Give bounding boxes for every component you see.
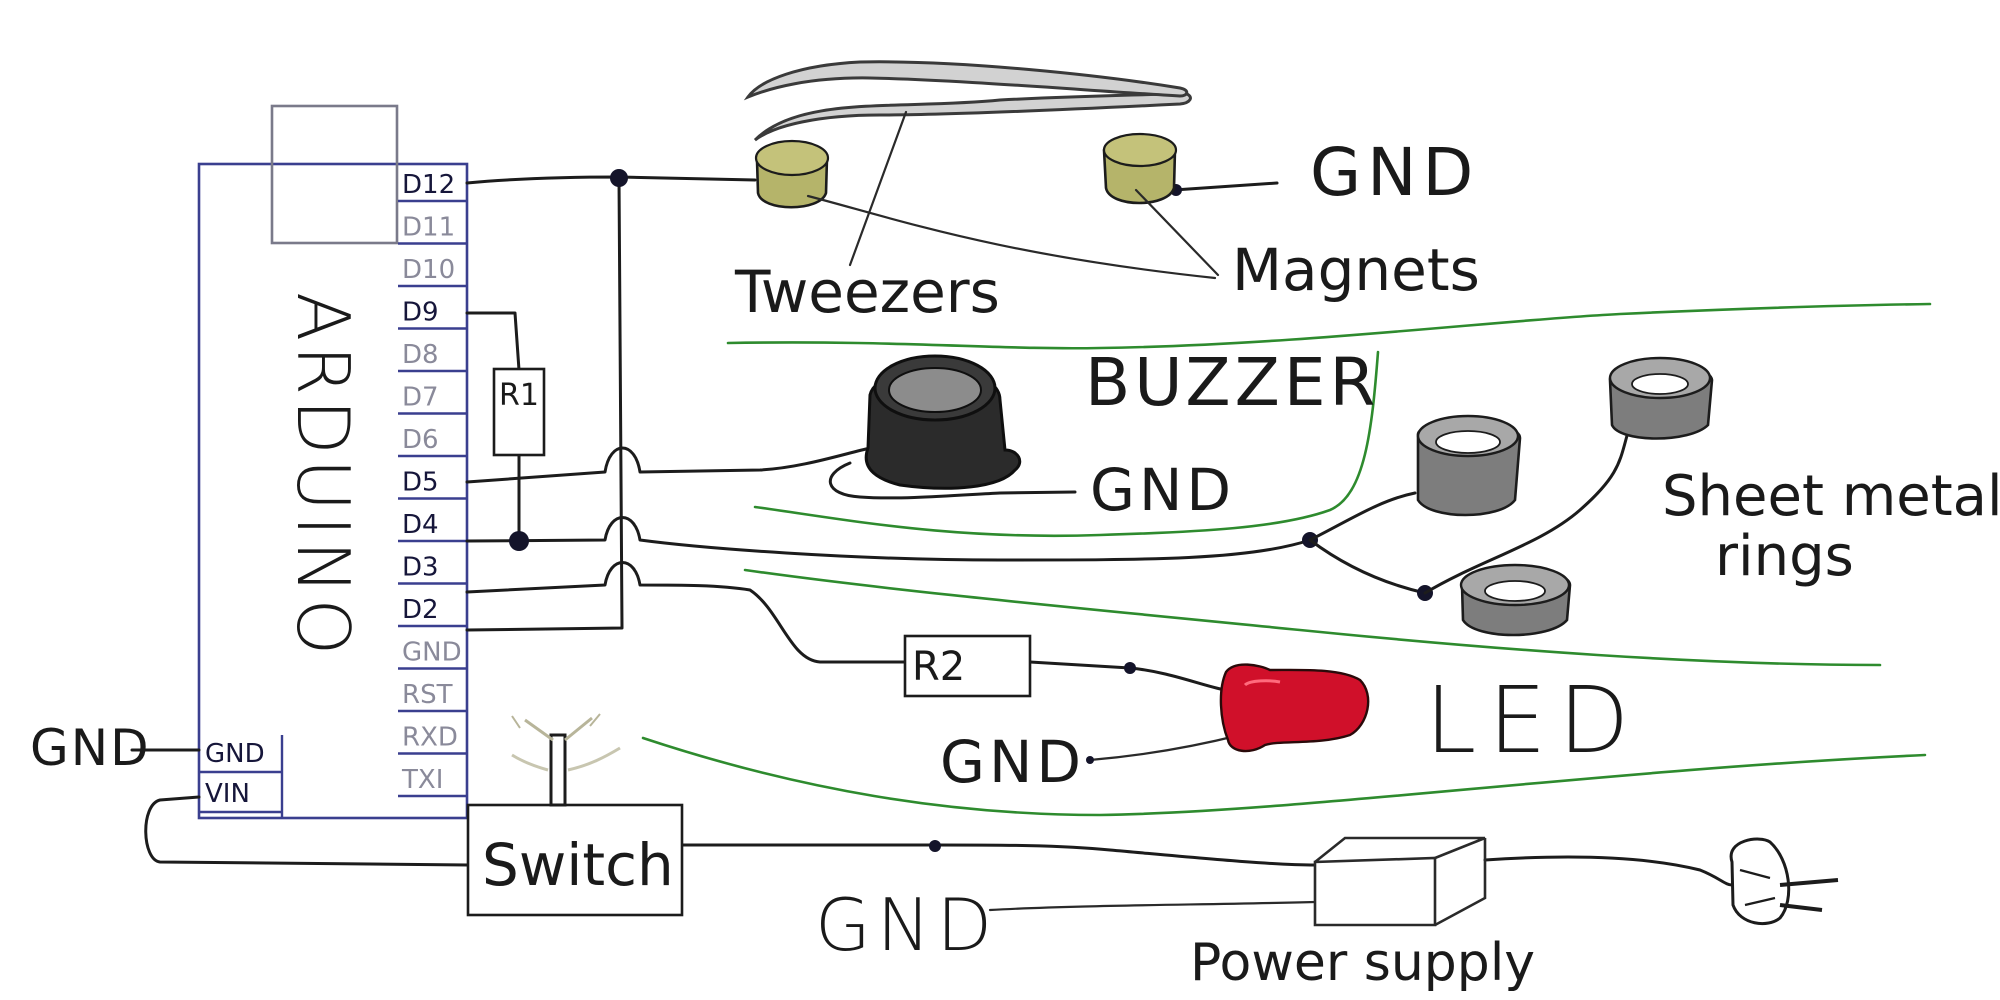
- magnets-label: Magnets: [1232, 236, 1480, 304]
- pin-label-d10: D10: [402, 255, 455, 285]
- rings-label-line-1: Sheet metal: [1662, 464, 2000, 529]
- magnet-icon: [1102, 132, 1178, 205]
- wire-vin-switch: [144, 795, 470, 867]
- pin-label-d5: D5: [402, 468, 439, 498]
- rings-label-line-2: rings: [1715, 524, 1854, 589]
- switch: Switch: [466, 713, 684, 917]
- gnd-tweezers-label: GND: [1310, 134, 1479, 211]
- divider-rings-led: [743, 568, 1882, 667]
- wire-ring-3: [1423, 430, 1630, 595]
- wire-magnet-gnd: [1172, 181, 1279, 192]
- usb-connector: [270, 104, 399, 245]
- sheet-metal-ring-icon: [1416, 414, 1522, 517]
- pointer-magnets-1: [806, 194, 1217, 280]
- pin-label-d2: D2: [402, 595, 439, 625]
- wire-buzzer-gnd: [828, 461, 1077, 500]
- pin-label-d7: D7: [402, 383, 439, 413]
- wire-ring-1: [1308, 491, 1417, 542]
- wire-d3-r2: [465, 561, 907, 664]
- wire-switch-power: [680, 843, 1317, 867]
- sheet-metal-ring-icon: [1459, 563, 1572, 637]
- power-plug-icon: [1729, 837, 1839, 926]
- power-supply: Power supply: [1190, 836, 1535, 993]
- r1-label: R1: [499, 378, 539, 413]
- wire-d5-buzzer: [465, 446, 872, 484]
- led-icon: [1219, 663, 1370, 753]
- divider-tweezers-buzzer: [726, 302, 1932, 350]
- gnd-left-label: GND: [30, 719, 151, 777]
- power-supply-label: Power supply: [1190, 933, 1535, 993]
- pin-label-d6: D6: [402, 425, 439, 455]
- led-label: LED: [1425, 667, 1641, 774]
- left-pin-label-vin: VIN: [205, 779, 250, 809]
- pin-label-rst: RST: [402, 680, 453, 710]
- buzzer-icon: [864, 354, 1022, 490]
- pin-label-d12: D12: [402, 170, 455, 200]
- sheet-metal-ring-icon: [1608, 356, 1714, 440]
- tweezers-icon: [743, 60, 1192, 142]
- buzzer-label: BUZZER: [1085, 344, 1379, 421]
- resistor-r1: R1: [492, 367, 546, 457]
- wire-led-gnd: [1088, 733, 1242, 762]
- r2-label: R2: [912, 644, 965, 690]
- arduino-label: ARDUINO: [281, 292, 365, 659]
- wire-gnd-power: [988, 900, 1317, 912]
- wire-d9-r1: [465, 311, 521, 372]
- junction-d12: [610, 169, 628, 187]
- pin-label-d8: D8: [402, 340, 439, 370]
- pin-label-d4: D4: [402, 510, 439, 540]
- pin-label-d3: D3: [402, 553, 439, 583]
- pin-label-txi: TXI: [401, 765, 443, 795]
- wire-d12-d2-bus: [465, 176, 624, 632]
- wire-ring-2: [1308, 538, 1427, 595]
- pointer-magnets-2: [1134, 188, 1220, 277]
- switch-lever-icon: [511, 713, 621, 807]
- wire-power-plug: [1483, 855, 1734, 887]
- wire-d4-rings: [465, 516, 1312, 562]
- pin-label-d11: D11: [402, 213, 455, 243]
- junction-d4: [509, 531, 529, 551]
- resistor-r2: R2: [903, 634, 1032, 698]
- junction-led-gnd: [1086, 756, 1094, 764]
- pin-label-rxd: RXD: [402, 723, 458, 753]
- gnd-power-label: GND: [815, 883, 998, 967]
- pointer-tweezers: [848, 110, 908, 267]
- junction-r2-led: [1124, 662, 1136, 674]
- switch-label: Switch: [482, 831, 674, 899]
- pin-label-gnd: GND: [402, 638, 462, 668]
- divider-led-power: [641, 736, 1927, 817]
- junction-switch-power: [929, 840, 941, 852]
- left-pin-label-gnd: GND: [205, 739, 265, 769]
- arduino-left-pins: GND VIN: [199, 735, 284, 818]
- magnet-icon: [754, 139, 830, 209]
- tweezers-label: Tweezers: [734, 258, 1000, 326]
- gnd-led-label: GND: [940, 728, 1085, 796]
- divider-buzzer-rings: [753, 350, 1380, 538]
- pin-label-d9: D9: [402, 298, 439, 328]
- gnd-buzzer-label: GND: [1090, 456, 1235, 524]
